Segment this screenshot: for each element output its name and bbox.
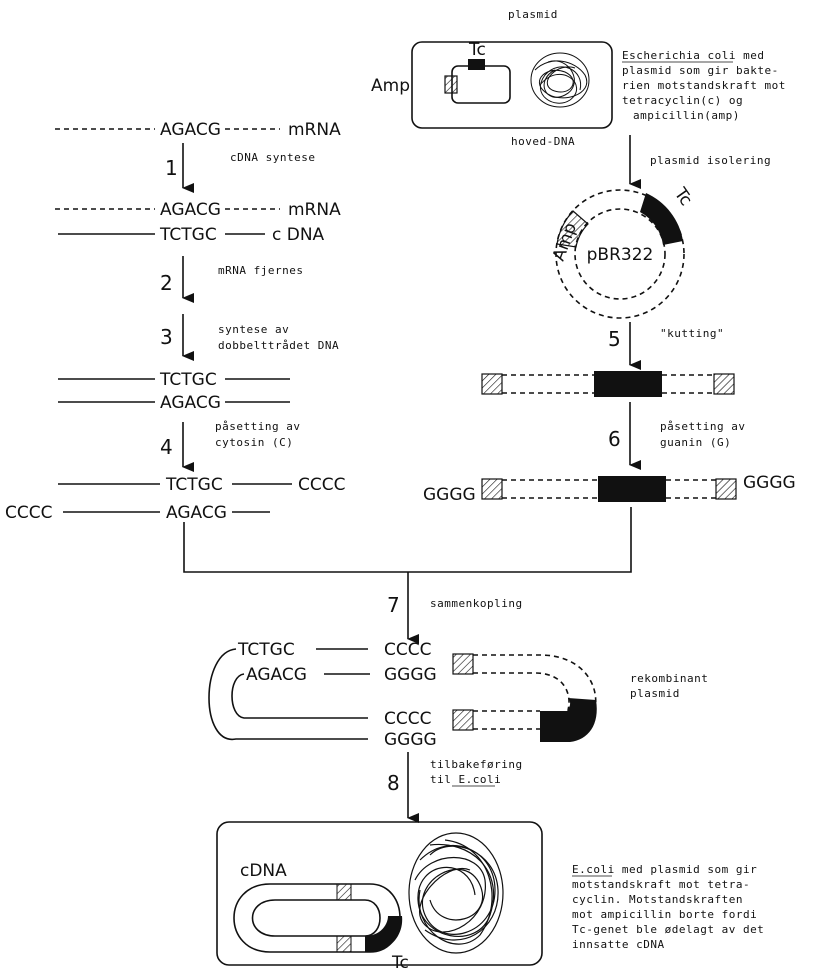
- svg-text:plasmid som gir bakte-: plasmid som gir bakte-: [622, 64, 779, 77]
- tc-gene-small: [468, 59, 485, 70]
- cut-plasmid: [482, 371, 734, 397]
- svg-text:E.coli med plasmid som gir: E.coli med plasmid som gir: [572, 863, 757, 876]
- row3-tag: c DNA: [272, 225, 325, 245]
- rec-gggg-1: GGGG: [384, 665, 437, 685]
- step-6-text-1: påsetting av: [660, 420, 745, 433]
- ecoli-cell-top: [412, 42, 612, 128]
- plasmid-caption: plasmid: [508, 8, 558, 21]
- row4-seq: TCTGC: [159, 370, 217, 390]
- join-bracket: [184, 507, 631, 572]
- rec-label-2: plasmid: [630, 687, 680, 700]
- chromosomal-dna-top: [531, 53, 589, 107]
- tc-label-circle: Tc: [669, 184, 696, 210]
- plasmid-small: [452, 66, 510, 103]
- rec-agacg: AGACG: [246, 665, 307, 685]
- svg-text:motstandskraft mot tetra-: motstandskraft mot tetra-: [572, 878, 750, 891]
- amp-label-top: Amp: [371, 76, 410, 96]
- row5-seq: AGACG: [160, 393, 221, 413]
- step-2-number: 2: [160, 271, 173, 295]
- step-8-text-1: tilbakeføring: [430, 758, 523, 771]
- step-6-number: 6: [608, 427, 621, 451]
- step-4-number: 4: [160, 435, 173, 459]
- rec-gggg-2: GGGG: [384, 730, 437, 750]
- step-6-text-2: guanin (G): [660, 436, 731, 449]
- svg-text:cyclin. Motstandskraften: cyclin. Motstandskraften: [572, 893, 743, 906]
- recombinant-plasmid-in-cell: Tc: [234, 884, 409, 973]
- gggg-left: GGGG: [423, 485, 476, 505]
- pbr322-plasmid: pBR322 Tc Amp: [549, 184, 696, 318]
- step-8-number: 8: [387, 771, 400, 795]
- svg-text:innsatte cDNA: innsatte cDNA: [572, 938, 665, 951]
- row1-tag: mRNA: [288, 120, 341, 140]
- pbr322-label: pBR322: [587, 245, 654, 265]
- recombinant-plasmid: TCTGC CCCC AGACG GGGG CCCC GGGG rekombin…: [209, 640, 708, 750]
- rec-tctgc: TCTGC: [237, 640, 295, 660]
- row2-seq: AGACG: [160, 200, 221, 220]
- step-4-text-1: påsetting av: [215, 420, 300, 433]
- isolation-label: plasmid isolering: [650, 154, 771, 167]
- tc-label-top: Tc: [468, 40, 486, 60]
- ecoli-description: Escherichia coli med plasmid som gir bak…: [622, 49, 786, 122]
- gggg-right: GGGG: [743, 473, 796, 493]
- step-4-text-2: cytosin (C): [215, 436, 293, 449]
- row7-seq: AGACG: [166, 503, 227, 523]
- svg-text:ampicillin(amp): ampicillin(amp): [633, 109, 740, 122]
- svg-text:Tc-genet ble ødelagt av det: Tc-genet ble ødelagt av det: [572, 923, 764, 936]
- step-3-number: 3: [160, 325, 173, 349]
- row6-tail: CCCC: [298, 475, 345, 495]
- step-5-number: 5: [608, 327, 621, 351]
- row1-seq: AGACG: [160, 120, 221, 140]
- row2-tag: mRNA: [288, 200, 341, 220]
- step-7-text: sammenkopling: [430, 597, 523, 610]
- step-8-text-2: til E.coli: [430, 773, 501, 786]
- rec-label-1: rekombinant: [630, 672, 708, 685]
- hoved-dna-label: hoved-DNA: [511, 135, 575, 148]
- svg-text:tetracyclin(c) og: tetracyclin(c) og: [622, 94, 743, 107]
- bottom-description: E.coli med plasmid som gir motstandskraf…: [572, 863, 764, 951]
- cdna-label: cDNA: [240, 861, 287, 881]
- step-3-text-1: syntese av: [218, 323, 289, 336]
- rec-cccc-1: CCCC: [384, 640, 431, 660]
- step-7-number: 7: [387, 593, 400, 617]
- tailed-plasmid: GGGG GGGG: [423, 473, 796, 505]
- svg-text:mot ampicillin borte fordi: mot ampicillin borte fordi: [572, 908, 757, 921]
- svg-text:rien motstandskraft mot: rien motstandskraft mot: [622, 79, 786, 92]
- step-2-text: mRNA fjernes: [218, 264, 303, 277]
- rec-cccc-2: CCCC: [384, 709, 431, 729]
- row6-seq: TCTGC: [165, 475, 223, 495]
- amp-gene-small: [445, 76, 457, 93]
- step-1-number: 1: [165, 156, 178, 180]
- row3-seq: TCTGC: [159, 225, 217, 245]
- step-1-text: cDNA syntese: [230, 151, 315, 164]
- chromosomal-dna-bottom: [409, 833, 503, 953]
- step-5-text: "kutting": [660, 327, 724, 340]
- tc-label-bottom: Tc: [391, 953, 409, 973]
- row7-head: CCCC: [5, 503, 52, 523]
- svg-text:Escherichia coli med: Escherichia coli med: [622, 49, 764, 62]
- step-3-text-2: dobbelttrådet DNA: [218, 339, 339, 352]
